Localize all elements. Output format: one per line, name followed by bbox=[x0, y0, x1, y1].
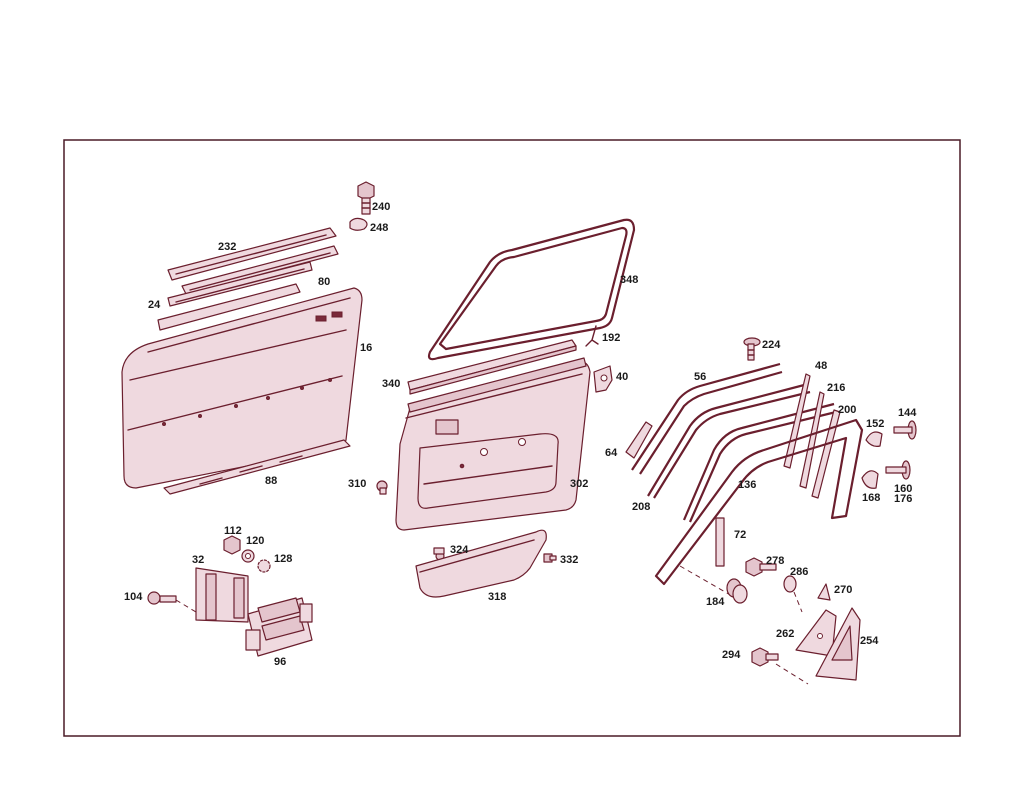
label-40: 40 bbox=[616, 371, 628, 383]
leader-104 bbox=[175, 599, 197, 613]
door-shell-16 bbox=[121, 287, 363, 489]
cap-168 bbox=[861, 470, 879, 489]
label-144: 144 bbox=[898, 407, 917, 419]
label-294: 294 bbox=[722, 649, 741, 661]
nut-112 bbox=[223, 535, 241, 555]
label-96: 96 bbox=[274, 656, 286, 668]
label-168: 168 bbox=[862, 492, 880, 504]
clip-270 bbox=[817, 583, 831, 601]
label-270: 270 bbox=[834, 584, 852, 596]
strip-64 bbox=[625, 421, 653, 459]
label-104: 104 bbox=[124, 591, 143, 603]
bracket-254 bbox=[815, 607, 861, 681]
hinge-96 bbox=[245, 597, 313, 657]
label-340: 340 bbox=[382, 378, 400, 390]
label-278: 278 bbox=[766, 555, 784, 567]
window-seal-348 bbox=[427, 218, 636, 361]
label-332: 332 bbox=[560, 554, 578, 566]
channel-136 bbox=[682, 402, 837, 523]
strip-80 bbox=[167, 261, 313, 307]
label-262: 262 bbox=[776, 628, 794, 640]
bolt-278 bbox=[745, 557, 777, 577]
label-232: 232 bbox=[218, 241, 236, 253]
cap-152 bbox=[865, 431, 883, 447]
channel-56 bbox=[631, 362, 783, 475]
part-labels: 240 248 232 80 24 16 88 348 192 40 340 3… bbox=[124, 201, 917, 668]
label-24: 24 bbox=[148, 299, 161, 311]
label-176: 176 bbox=[894, 493, 912, 505]
clip-248 bbox=[349, 217, 368, 231]
guide-frame bbox=[654, 418, 864, 586]
label-120: 120 bbox=[246, 535, 264, 547]
strip-24 bbox=[157, 283, 301, 331]
label-200: 200 bbox=[838, 404, 856, 416]
lock-washer-128 bbox=[257, 559, 271, 573]
label-240: 240 bbox=[372, 201, 390, 213]
label-254: 254 bbox=[860, 635, 879, 647]
strip-48 bbox=[783, 373, 811, 469]
label-224: 224 bbox=[762, 339, 781, 351]
label-192: 192 bbox=[602, 332, 620, 344]
washer-120 bbox=[241, 549, 255, 563]
bracket-32 bbox=[195, 567, 249, 623]
label-216: 216 bbox=[827, 382, 845, 394]
clip-332 bbox=[543, 553, 557, 563]
clip-192 bbox=[585, 325, 599, 347]
screw-144 bbox=[893, 420, 917, 440]
strip-232 bbox=[167, 227, 339, 295]
label-310: 310 bbox=[348, 478, 366, 490]
screw-224 bbox=[743, 337, 761, 361]
label-112: 112 bbox=[224, 525, 242, 537]
label-348: 348 bbox=[620, 274, 638, 286]
screw-160 bbox=[885, 460, 911, 480]
channel-208 bbox=[647, 382, 811, 499]
strip-216 bbox=[799, 391, 825, 489]
label-128: 128 bbox=[274, 553, 292, 565]
bushing-184 bbox=[726, 578, 748, 604]
label-160: 160 bbox=[894, 483, 912, 495]
diagram-frame bbox=[63, 139, 961, 737]
strip-340 bbox=[407, 339, 577, 395]
bolt-104 bbox=[147, 591, 177, 605]
label-80: 80 bbox=[318, 276, 330, 288]
pocket-318 bbox=[415, 529, 547, 598]
label-56: 56 bbox=[694, 371, 706, 383]
frame-200 bbox=[811, 409, 841, 499]
label-302: 302 bbox=[570, 478, 588, 490]
clip-40 bbox=[593, 365, 613, 393]
label-248: 248 bbox=[370, 222, 388, 234]
bracket-262 bbox=[795, 609, 837, 657]
label-208: 208 bbox=[632, 501, 650, 513]
bolt-294 bbox=[751, 647, 779, 667]
label-324: 324 bbox=[450, 544, 469, 556]
door-panel-302 bbox=[395, 357, 591, 531]
leader-184 bbox=[679, 565, 733, 597]
bolt-240 bbox=[357, 181, 375, 215]
label-16: 16 bbox=[360, 342, 372, 354]
label-32: 32 bbox=[192, 554, 204, 566]
pin-72 bbox=[715, 517, 725, 567]
label-318: 318 bbox=[488, 591, 506, 603]
leader-286 bbox=[793, 591, 803, 613]
label-152: 152 bbox=[866, 418, 884, 430]
label-48: 48 bbox=[815, 360, 827, 372]
fastener-310 bbox=[376, 480, 388, 495]
leader-294 bbox=[775, 663, 809, 685]
label-184: 184 bbox=[706, 596, 725, 608]
washer-286 bbox=[783, 575, 797, 593]
label-286: 286 bbox=[790, 566, 808, 578]
sill-strip-88 bbox=[163, 439, 351, 495]
label-64: 64 bbox=[605, 447, 618, 459]
label-136: 136 bbox=[738, 479, 756, 491]
label-88: 88 bbox=[265, 475, 277, 487]
label-72: 72 bbox=[734, 529, 746, 541]
